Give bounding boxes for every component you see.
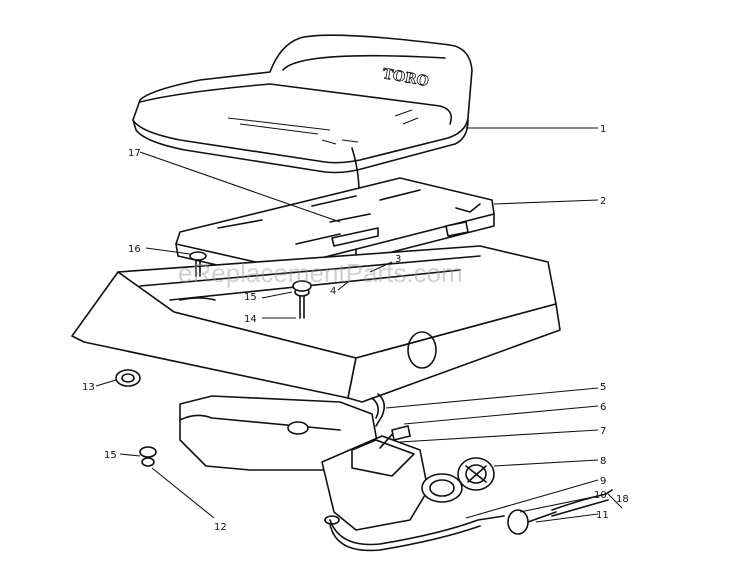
callout-1: 1 (600, 124, 606, 135)
callout-17: 17 (128, 148, 141, 159)
callout-18: 18 (616, 494, 629, 505)
callout-16: 16 (128, 244, 141, 255)
callout-6: 6 (600, 402, 606, 413)
callout-13: 13 (82, 382, 95, 393)
seat-part: TORO (132, 34, 473, 251)
callout-10: 10 (594, 490, 607, 501)
leader-lines (95, 127, 623, 523)
fuel-line-part (329, 489, 613, 552)
callout-15-upper: 15 (244, 292, 257, 303)
callout-3: 3 (395, 254, 401, 265)
callout-14: 14 (244, 314, 257, 325)
callout-7: 7 (600, 426, 606, 437)
callout-8: 8 (600, 456, 606, 467)
callout-5: 5 (600, 382, 606, 393)
watermark-text: eReplacementParts.com (178, 258, 463, 288)
fuel-tank-part (179, 395, 463, 531)
callout-4: 4 (330, 286, 336, 297)
small-parts (115, 369, 411, 467)
callout-2: 2 (600, 196, 606, 207)
callout-9: 9 (600, 476, 606, 487)
callout-labels: 1 2 3 4 5 6 7 8 9 10 11 12 13 14 15 15 1… (82, 124, 629, 533)
fasteners (189, 251, 312, 319)
callout-11: 11 (596, 510, 609, 521)
callout-12: 12 (214, 522, 227, 533)
fender-body (71, 245, 561, 403)
fuel-cap-part (457, 457, 495, 491)
callout-15-lower: 15 (104, 450, 117, 461)
